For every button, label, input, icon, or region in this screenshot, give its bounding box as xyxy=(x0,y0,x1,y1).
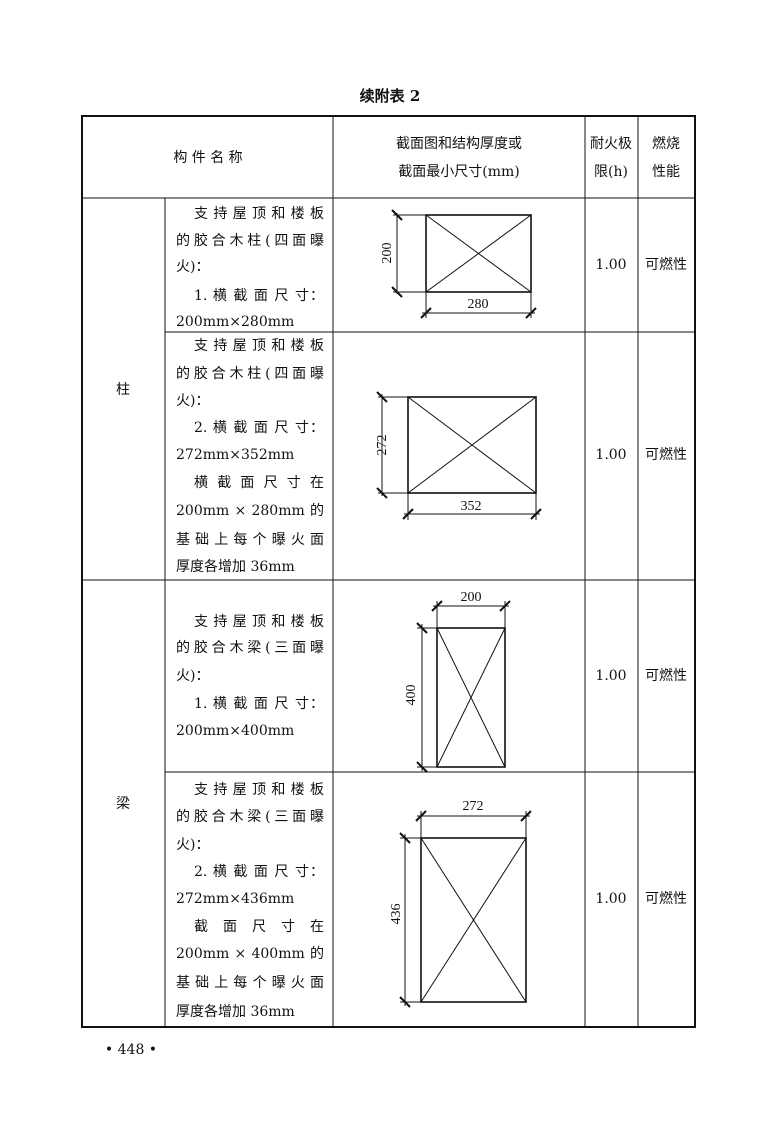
combustibility: 可燃性 xyxy=(645,257,687,273)
header-section-1: 截面图和结构厚度或 xyxy=(396,136,522,152)
name-line: 272mm×436mm xyxy=(176,891,295,907)
name-line: 200mm×400mm xyxy=(176,723,295,739)
name-line: 的胶合木梁(三面曝 xyxy=(176,809,324,825)
name-line: 支持屋顶和楼板 xyxy=(194,338,324,354)
page-number: • 448 • xyxy=(104,1042,158,1058)
header-comb-2: 性能 xyxy=(652,164,680,180)
section-diagram-200x400 xyxy=(416,600,511,773)
name-line: 的胶合木柱(四面曝 xyxy=(176,233,324,249)
section-diagram-200x280 xyxy=(391,209,537,319)
name-line: 火)： xyxy=(176,393,210,409)
fire-rating: 1.00 xyxy=(595,891,627,907)
name-line: 200mm × 400mm 的 xyxy=(176,946,324,962)
header-section-2: 截面最小尺寸(mm) xyxy=(398,164,520,180)
header-name: 构 件 名 称 xyxy=(173,150,243,166)
fire-rating: 1.00 xyxy=(595,668,627,684)
name-line: 2. 横 截 面 尺 寸： xyxy=(194,864,324,880)
dim-height-label: 272 xyxy=(375,435,390,456)
section-diagram-272x436 xyxy=(399,810,532,1008)
table-title: 续附表 2 xyxy=(359,87,421,105)
combustibility: 可燃性 xyxy=(645,447,687,463)
name-line: 的胶合木梁(三面曝 xyxy=(176,640,324,656)
dim-height-label: 200 xyxy=(380,243,395,264)
name-line: 200mm × 280mm 的 xyxy=(176,503,324,519)
name-line: 1. 横 截 面 尺 寸： xyxy=(194,696,324,712)
header-fire-1: 耐火极 xyxy=(590,136,632,152)
dim-height-label: 400 xyxy=(404,685,419,706)
name-line: 1. 横 截 面 尺 寸： xyxy=(194,288,324,304)
category-column: 柱 xyxy=(116,382,130,398)
name-line: 支持屋顶和楼板 xyxy=(194,206,324,222)
dim-width-label: 272 xyxy=(463,799,484,814)
name-line: 横 截 面 尺 寸 在 xyxy=(194,475,324,491)
category-beam: 梁 xyxy=(116,796,130,812)
dim-width-label: 200 xyxy=(461,590,482,605)
name-line: 厚度各增加 36mm xyxy=(176,559,295,575)
section-diagram-272x352 xyxy=(376,391,542,520)
name-line: 2. 横 截 面 尺 寸： xyxy=(194,420,324,436)
name-line: 厚度各增加 36mm xyxy=(176,1004,295,1020)
dim-width-label: 352 xyxy=(461,499,482,514)
fire-rating: 1.00 xyxy=(595,257,627,273)
name-line: 的胶合木柱(四面曝 xyxy=(176,366,324,382)
header-fire-2: 限(h) xyxy=(594,164,628,180)
combustibility: 可燃性 xyxy=(645,668,687,684)
name-line: 火)： xyxy=(176,668,210,684)
name-line: 火)： xyxy=(176,837,210,853)
header-comb-1: 燃烧 xyxy=(652,136,680,152)
name-line: 基础上每个曝火面 xyxy=(176,975,324,991)
name-line: 支持屋顶和楼板 xyxy=(194,782,324,798)
name-line: 272mm×352mm xyxy=(176,447,295,463)
fire-rating: 1.00 xyxy=(595,447,627,463)
name-line: 支持屋顶和楼板 xyxy=(194,614,324,630)
name-line: 200mm×280mm xyxy=(176,314,295,330)
name-line: 截 面 尺 寸 在 xyxy=(194,919,324,935)
combustibility: 可燃性 xyxy=(645,891,687,907)
dim-width-label: 280 xyxy=(468,297,489,312)
dim-height-label: 436 xyxy=(389,904,404,925)
name-line: 火)： xyxy=(176,259,210,275)
name-line: 基础上每个曝火面 xyxy=(176,532,324,548)
